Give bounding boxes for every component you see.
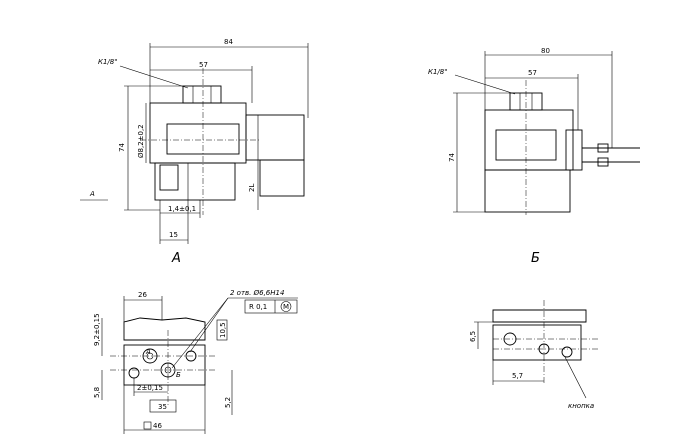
square-symbol xyxy=(143,421,152,430)
bottom-profile-top xyxy=(123,317,206,341)
dim-flange-57-b: 57 xyxy=(528,69,537,77)
tolerance-value: R 0,1 xyxy=(249,303,267,311)
dim-width-26: 26 xyxy=(138,291,147,299)
side-body xyxy=(492,324,582,361)
view-side: 6,5 5,7 кнопка xyxy=(469,300,600,410)
thread-label: К1/8" xyxy=(98,58,117,66)
hole-left xyxy=(128,367,140,379)
tolerance-frame xyxy=(244,299,298,314)
dim-pitch-box xyxy=(149,399,177,413)
dim-right: 5,2 xyxy=(224,397,232,408)
view-bottom: 26 9,2±0,15 10,5 2 отв. Ø6,6Н14 R 0,1 М … xyxy=(93,289,298,434)
tolerance-symbol: М xyxy=(283,303,289,311)
dim-plug: 2L xyxy=(248,184,256,192)
button-label: кнопка xyxy=(568,402,594,410)
tolerance-modifier-circle xyxy=(280,301,292,312)
coil-window-b xyxy=(495,129,557,161)
dim-spacing: 2±0,15 xyxy=(137,384,163,392)
wire-terminal xyxy=(565,129,583,171)
valve-base xyxy=(154,162,236,201)
dim-width-84: 84 xyxy=(224,38,233,46)
dim-overall-46: 46 xyxy=(153,422,162,430)
dim-base-15: 15 xyxy=(169,231,178,239)
valve-port xyxy=(159,164,179,191)
hole-label-b: Б xyxy=(176,371,181,379)
top-nut xyxy=(182,85,222,104)
section-mark-a: А xyxy=(89,190,95,198)
holes-note: 2 отв. Ø6,6Н14 xyxy=(230,289,284,297)
connector-plug xyxy=(245,114,305,161)
dim-pitch: 35 xyxy=(158,403,167,411)
dim-height-side: 6,5 xyxy=(469,331,477,342)
bottom-plate xyxy=(123,344,206,386)
dim-low: 5,8 xyxy=(93,387,101,398)
coil-housing-b xyxy=(484,109,574,171)
side-button xyxy=(561,346,573,358)
dim-height-74-b: 74 xyxy=(448,153,456,162)
view-b: 80 57 К1/8" 74 Б xyxy=(428,47,640,266)
dim-height: 9,2±0,15 xyxy=(93,313,101,346)
caption-view-b: Б xyxy=(531,251,540,266)
thread-label-b: К1/8" xyxy=(428,68,447,76)
valve-base-b xyxy=(484,169,571,213)
dim-width-80: 80 xyxy=(541,47,550,55)
dim-slot: 10,5 xyxy=(219,322,227,338)
dim-coil: Ø8,2±0,2 xyxy=(137,124,145,158)
dim-offset: 1,4±0,1 xyxy=(168,205,196,213)
plug-body xyxy=(259,159,305,197)
dim-offset-side: 5,7 xyxy=(512,372,523,380)
dim-flange-57: 57 xyxy=(199,61,208,69)
dim-height-74: 74 xyxy=(118,143,126,152)
side-top xyxy=(492,309,587,323)
caption-view-a: А xyxy=(171,251,181,266)
dim-slot-box xyxy=(216,319,228,341)
hole-label-a: А xyxy=(145,348,151,356)
view-a: 84 57 К1/8" 74 Ø8,2±0,2 2L 1,4±0,1 15 А … xyxy=(80,38,309,266)
